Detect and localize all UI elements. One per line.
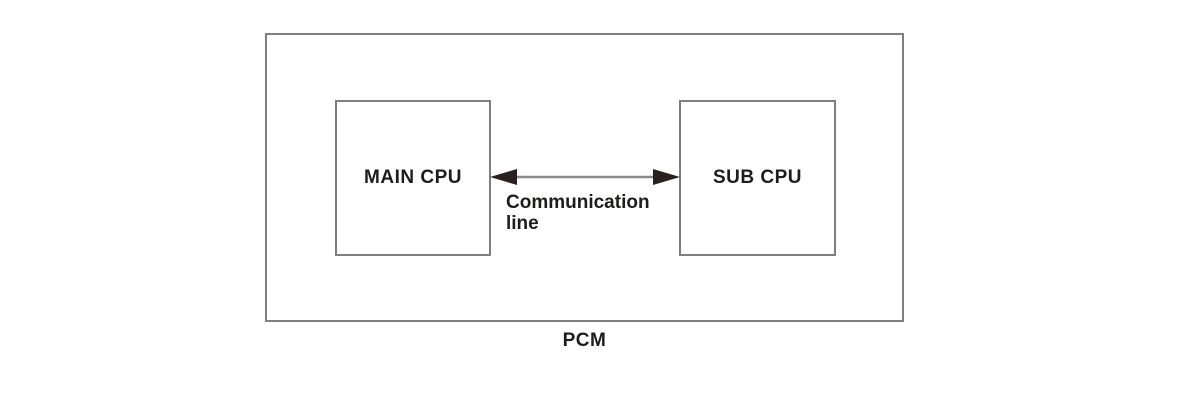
- pcm-label: PCM: [562, 330, 607, 351]
- main-cpu-label: MAIN CPU: [364, 167, 462, 188]
- communication-arrow: [490, 169, 680, 185]
- sub-cpu-label: SUB CPU: [712, 167, 802, 188]
- arrow-head-left-icon: [490, 169, 517, 185]
- sub-cpu-box: SUB CPU: [679, 100, 836, 256]
- communication-line-label: Communication line: [506, 192, 650, 234]
- main-cpu-box: MAIN CPU: [335, 100, 491, 256]
- arrow-head-right-icon: [653, 169, 680, 185]
